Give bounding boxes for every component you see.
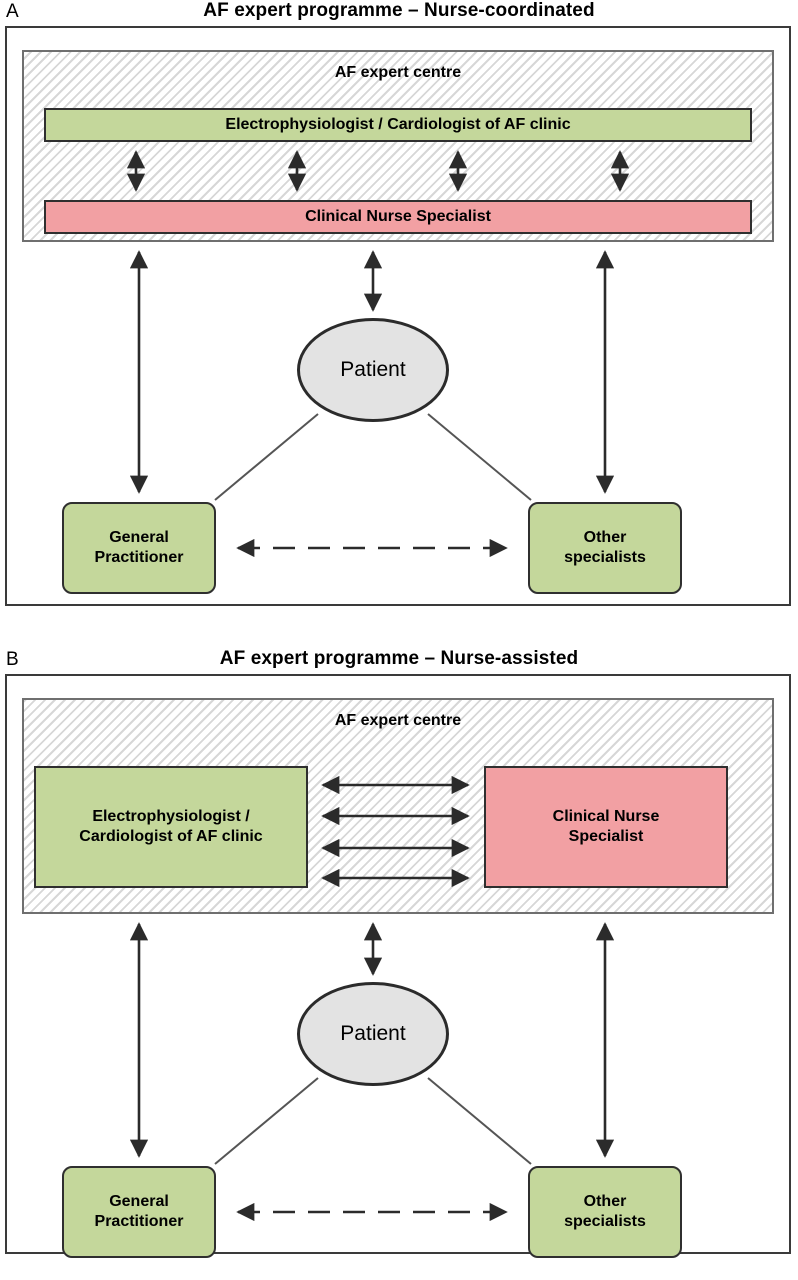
physician-box-b: Electrophysiologist / Cardiologist of AF… <box>34 766 308 888</box>
gp-box-b: General Practitioner <box>62 1166 216 1258</box>
nurse-box-a: Clinical Nurse Specialist <box>44 200 752 234</box>
gp-box-a: General Practitioner <box>62 502 216 594</box>
panel-a-letter: A <box>6 1 19 22</box>
af-expert-centre-label-b: AF expert centre <box>334 712 462 729</box>
nurse-box-b: Clinical Nurse Specialist <box>484 766 728 888</box>
other-specialists-box-b: Other specialists <box>528 1166 682 1258</box>
physician-box-a: Electrophysiologist / Cardiologist of AF… <box>44 108 752 142</box>
gp-label-line2: Practitioner <box>94 549 184 566</box>
nurse-label-line2: Specialist <box>568 828 644 845</box>
panel-a-title: AF expert programme – Nurse-coordinated <box>203 0 595 21</box>
panel-b-title: AF expert programme – Nurse-assisted <box>219 648 579 669</box>
patient-node-b: Patient <box>297 982 449 1086</box>
physician-label-line1: Electrophysiologist / <box>92 808 250 825</box>
panel-b-letter: B <box>6 649 19 670</box>
nurse-label-line1: Clinical Nurse <box>552 808 660 825</box>
af-expert-centre-label-a: AF expert centre <box>334 64 462 81</box>
gp-label-line1: General <box>109 1193 169 1210</box>
other-specialists-label-line1: Other <box>583 1193 627 1210</box>
panel-b: B AF expert programme – Nurse-assisted A… <box>0 648 798 1280</box>
other-specialists-box-a: Other specialists <box>528 502 682 594</box>
gp-label-line2: Practitioner <box>94 1213 184 1230</box>
patient-node-a: Patient <box>297 318 449 422</box>
panel-a: A AF expert programme – Nurse-coordinate… <box>0 0 798 632</box>
other-specialists-label-line2: specialists <box>564 1213 646 1230</box>
gp-label-line1: General <box>109 529 169 546</box>
other-specialists-label-line2: specialists <box>564 549 646 566</box>
other-specialists-label-line1: Other <box>583 529 627 546</box>
physician-label-line2: Cardiologist of AF clinic <box>79 828 263 845</box>
